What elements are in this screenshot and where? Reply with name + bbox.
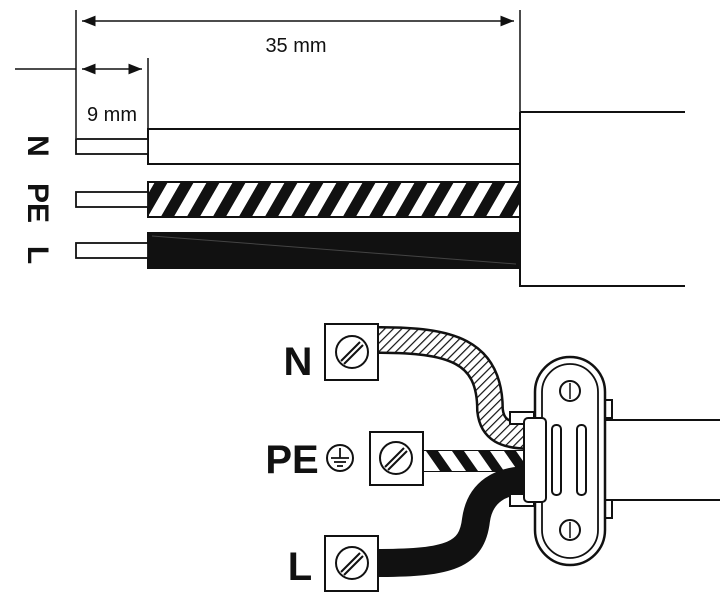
terminal-n — [324, 323, 379, 381]
terminal-label-n: N — [284, 340, 313, 384]
total-length-label: 35 mm — [265, 35, 326, 57]
screw-icon — [379, 441, 413, 475]
l-connection-wire — [377, 466, 531, 577]
n-wire — [75, 128, 521, 165]
cable-label-l: L — [21, 246, 54, 264]
cable-label-pe: PE — [21, 183, 54, 223]
cable-sheath — [519, 111, 685, 287]
ground-symbol-icon — [326, 444, 354, 472]
terminal-label-pe: PE — [265, 438, 318, 482]
screw-icon — [335, 335, 369, 369]
n-connection-wire — [377, 328, 531, 448]
screw-icon — [335, 546, 369, 580]
cable-clamp-icon — [509, 355, 613, 567]
dimension-lines — [15, 10, 521, 138]
strip-length-label: 9 mm — [87, 104, 137, 126]
l-wire — [75, 232, 521, 269]
connection-cable — [606, 419, 720, 501]
terminal-label-l: L — [288, 545, 312, 589]
terminal-pe — [369, 431, 424, 486]
cable-label-n: N — [21, 135, 54, 157]
pe-connection-wire — [420, 451, 530, 471]
terminal-l — [324, 535, 379, 592]
pe-wire — [75, 181, 521, 218]
